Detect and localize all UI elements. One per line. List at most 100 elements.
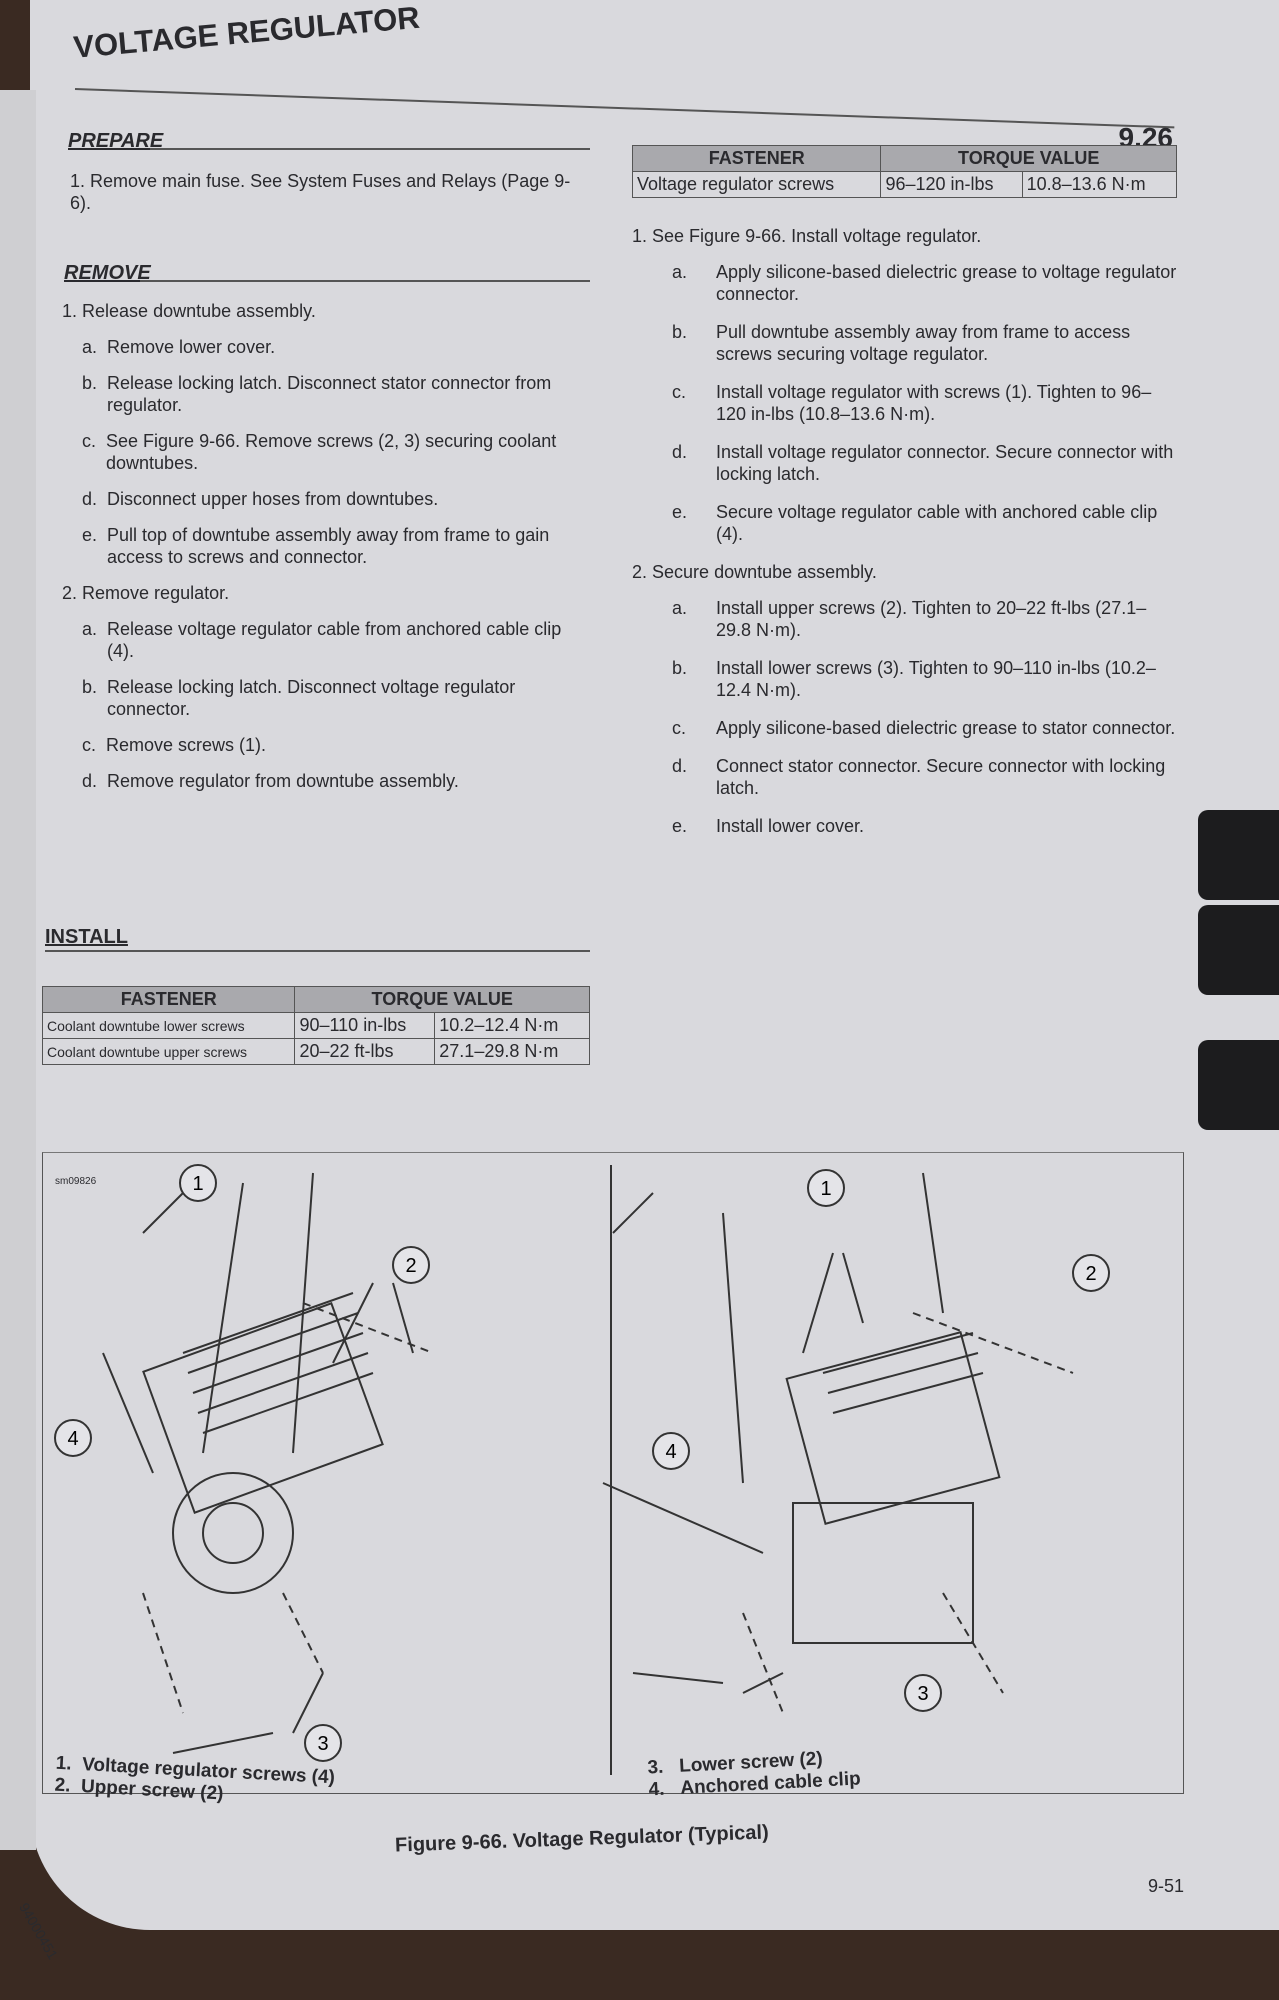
substep: d. Disconnect upper hoses from downtubes. [82,488,592,510]
substep-text: Remove screws (1). [106,735,267,755]
substep: c.See Figure 9-66. Remove screws (2, 3) … [82,430,592,474]
substep-label: e. [672,502,688,522]
manual-page [30,0,1279,1930]
substep: d. Install voltage regulator connector. S… [672,441,1177,485]
section-rule [45,950,590,952]
substep: b. Pull downtube assembly away from frame… [672,321,1177,365]
substep-label: d. [672,756,688,776]
step: 2. Remove regulator. [62,582,592,604]
step-text: Remove regulator. [82,583,230,603]
binder-tab [1198,905,1279,995]
substep: e. Pull top of downtube assembly away fro… [82,524,592,568]
substep-text: Release locking latch. Disconnect stator… [107,373,552,415]
step: 2. Secure downtube assembly. [632,561,1177,583]
substep-text: Apply silicone-based dielectric grease t… [716,262,1177,304]
substep-label: a. [82,337,98,357]
substep-label: c. [82,431,97,451]
substep-text: Apply silicone-based dielectric grease t… [716,718,1176,738]
callout-3: 3 [317,1733,328,1755]
substep: c. Apply silicone-based dielectric grease… [672,717,1177,739]
substep: c. Install voltage regulator with screws … [672,381,1177,425]
substep-text: Install lower screws (3). Tighten to 90–… [716,658,1156,700]
substep: a. Apply silicone-based dielectric grease… [672,261,1177,305]
substep: d.Connect stator connector. Secure conne… [672,755,1177,799]
step: 1. Release downtube assembly. [62,300,592,322]
callout-1: 1 [192,1173,203,1195]
substep-text: Pull top of downtube assembly away from … [107,525,550,567]
substep-text: Install voltage regulator with screws (1… [716,382,1152,424]
header-torque: TORQUE VALUE [880,145,1177,172]
callout-1: 1 [820,1178,831,1200]
cell: 90–110 in-lbs [294,1012,436,1039]
cell: 27.1–29.8 N·m [434,1038,590,1065]
step-number: 1. [62,301,78,321]
cell: 96–120 in-lbs [880,171,1023,198]
callout-4: 4 [67,1428,78,1450]
header-fastener: FASTENER [631,145,882,172]
substep: a.Install upper screws (2). Tighten to 2… [672,597,1177,641]
substep-label: e. [82,525,98,545]
step: 1. See Figure 9-66. Install voltage regu… [632,225,1177,247]
step-text: Secure downtube assembly. [652,562,877,582]
substep-label: d. [672,442,688,462]
step: 1. Remove main fuse. See System Fuses an… [70,170,590,214]
callout-2: 2 [405,1255,416,1277]
substep-label: c. [672,382,687,402]
substep: d.Remove regulator from downtube assembl… [82,770,592,792]
substep-text: Install lower cover. [716,816,865,836]
substep: b. Install lower screws (3). Tighten to 9… [672,657,1177,701]
cell: Coolant downtube upper screws [41,1038,296,1065]
substep-label: b. [82,373,98,393]
callout-circles: 1 2 3 4 1 2 3 4 [54,1164,1110,1762]
substep-text: Release voltage regulator cable from anc… [107,619,562,661]
callout-2: 2 [1085,1263,1096,1285]
install-steps: 1. See Figure 9-66. Install voltage regu… [632,225,1177,853]
substep-text: Pull downtube assembly away from frame t… [716,322,1131,364]
substep-text: Remove lower cover. [107,337,276,357]
substep: c. Remove screws (1). [82,734,592,756]
substep-label: b. [672,658,688,678]
substep-text: Disconnect upper hoses from downtubes. [107,489,439,509]
page-number: 9-51 [1148,1876,1185,1896]
figure-divider [610,1165,612,1775]
cell: Coolant downtube lower screws [41,1012,296,1039]
substep-label: d. [82,771,98,791]
header-fastener: FASTENER [41,986,296,1013]
substep-label: c. [672,718,687,738]
install-heading: INSTALL [45,926,128,948]
substep-label: a. [82,619,98,639]
remove-heading: REMOVE [64,262,151,284]
cell: 10.2–12.4 N·m [434,1012,590,1039]
substep-text: Install voltage regulator connector. Sec… [716,442,1174,484]
step-text: Remove main fuse. See System Fuses and R… [70,171,571,213]
header-torque: TORQUE VALUE [294,986,590,1013]
substep-label: b. [82,677,98,697]
figure-box: 1 2 3 4 1 2 3 4 [42,1152,1184,1794]
substep-text: Secure voltage regulator cable with anch… [716,502,1158,544]
step-text: Release downtube assembly. [82,301,316,321]
section-rule [150,148,590,150]
cell: Voltage regulator screws [631,171,882,198]
substep-label: a. [672,262,688,282]
substep-label: d. [82,489,98,509]
document-number: 94000451 [16,1900,62,1962]
cell: 10.8–13.6 N·m [1021,171,1178,198]
prepare-steps: 1. Remove main fuse. See System Fuses an… [70,170,590,228]
binder-tab [1198,810,1279,900]
substep-label: b. [672,322,688,342]
substep: b.Release locking latch. Disconnect volt… [82,676,592,720]
step-text: See Figure 9-66. Install voltage regulat… [652,226,982,246]
facing-page-edge [0,90,36,1850]
step-number: 2. [62,583,78,603]
figure-id: sm09826 [55,1176,97,1187]
substep-label: a. [672,598,688,618]
substep-label: e. [672,816,688,836]
section-rule [140,280,590,282]
callout-4: 4 [665,1441,676,1463]
substep-label: c. [82,735,97,755]
